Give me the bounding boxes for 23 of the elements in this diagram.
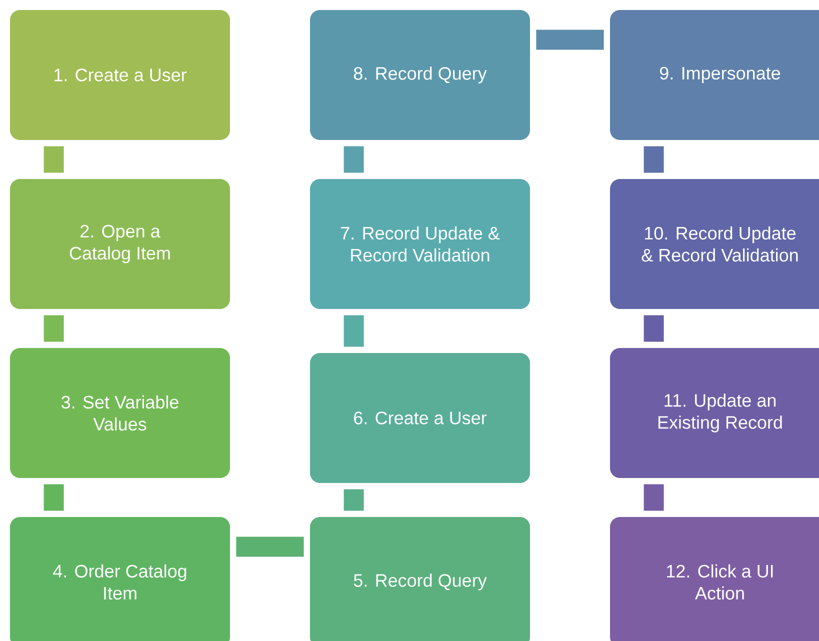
connector-bar — [644, 146, 664, 173]
process-box: 11. Update an Existing Record — [610, 348, 819, 478]
connector-bar — [44, 315, 64, 342]
connector-bar — [236, 536, 304, 557]
connector-bar — [344, 315, 364, 347]
process-box: 6. Create a User — [310, 353, 530, 483]
connector-bar — [44, 146, 64, 173]
process-box: 3. Set Variable Values — [10, 348, 230, 478]
process-box: 7. Record Update & Record Validation — [310, 179, 530, 309]
process-box: 2. Open a Catalog Item — [10, 179, 230, 309]
connector-bar — [644, 315, 664, 342]
process-box: 10. Record Update & Record Validation — [610, 179, 819, 309]
process-box: 8. Record Query — [310, 10, 530, 140]
process-box: 4. Order Catalog Item — [10, 517, 230, 641]
process-box: 9. Impersonate — [610, 10, 819, 140]
process-box: 1. Create a User — [10, 10, 230, 140]
connector-bar — [344, 146, 364, 173]
process-box: 5. Record Query — [310, 517, 530, 641]
connector-bar — [644, 484, 664, 511]
process-box: 12. Click a UI Action — [610, 517, 819, 641]
connector-bar — [344, 489, 364, 511]
connector-bar — [44, 484, 64, 511]
connector-bar — [536, 30, 604, 50]
